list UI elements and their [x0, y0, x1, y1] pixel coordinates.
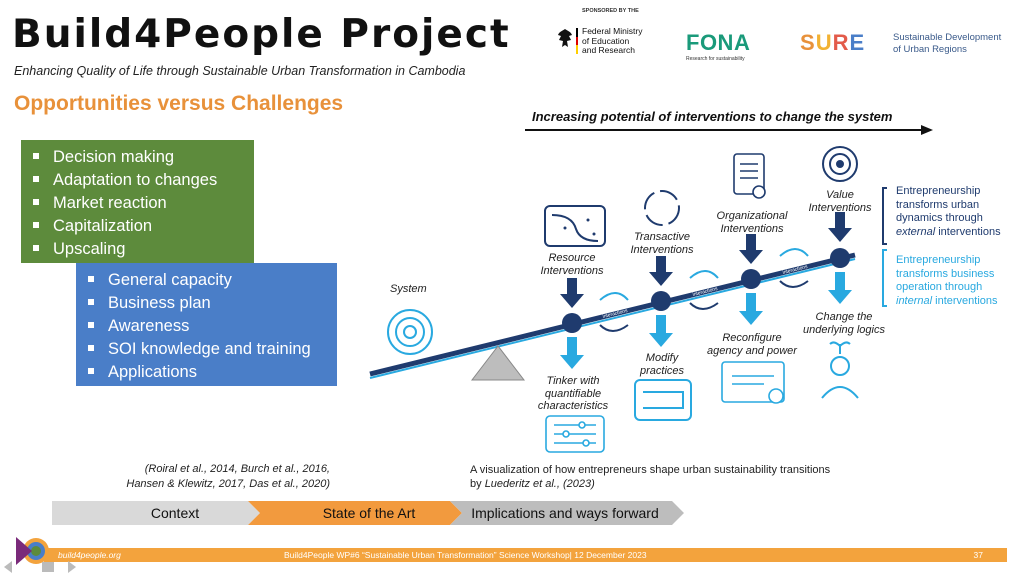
citation-text: (Roiral et al., 2014, Burch et al., 2016…: [126, 463, 330, 490]
federal-eagle-icon: [558, 29, 572, 47]
project-title: Build4People Project: [12, 12, 511, 57]
progress-step-context: [52, 501, 260, 525]
organizational-node: [741, 269, 761, 289]
external-interventions-text: Entrepreneurship transforms urban dynami…: [896, 185, 1001, 238]
list-item: Upscaling: [33, 238, 217, 261]
progress-label-state-of-art[interactable]: State of the Art: [322, 505, 416, 521]
interventions-diagram: interactions interactions interactions: [369, 146, 887, 453]
build4people-logo-icon: [16, 537, 49, 565]
sliders-icon: [545, 415, 605, 453]
fona-subtitle: Research for sustainability: [686, 56, 745, 62]
sponsored-by-label: SPONSORED BY THE: [582, 8, 639, 14]
menu-icon: [42, 562, 54, 572]
seesaw-beam: [369, 252, 856, 377]
footer-site[interactable]: build4people.org: [58, 550, 121, 560]
fona-logo: FONA: [686, 30, 751, 55]
dark-arrows: [560, 212, 852, 308]
list-item: Market reaction: [33, 192, 217, 215]
progress-step-implications: [450, 501, 684, 525]
sure-logo-text: Sustainable Development of Urban Regions: [893, 32, 1002, 55]
organizational-clipboard-icon: [733, 153, 766, 199]
progress-bar: [52, 501, 684, 525]
challenges-box: General capacity Business plan Awareness…: [76, 263, 337, 386]
ministry-logo-text: Federal Ministry of Education and Resear…: [582, 26, 643, 55]
opportunities-box: Decision making Adaptation to changes Ma…: [21, 140, 254, 263]
system-label: System: [390, 283, 427, 295]
footer-event: Build4People WP#6 “Sustainable Urban Tra…: [284, 550, 647, 560]
next-slide-icon: [68, 561, 76, 573]
potential-title: Increasing potential of interventions to…: [532, 109, 893, 124]
system-spiral-icon: [387, 309, 433, 355]
previous-slide-icon: [4, 561, 12, 573]
list-item: Awareness: [88, 315, 311, 338]
progress-label-implications[interactable]: Implications and ways forward: [471, 505, 659, 521]
growth-person-icon: [821, 341, 859, 399]
fulcrum-triangle: [470, 345, 526, 381]
visualization-caption: A visualization of how entrepreneurs sha…: [470, 464, 831, 490]
sure-logo: SURE: [800, 30, 866, 55]
transactive-node: [651, 291, 671, 311]
list-item: Applications: [88, 361, 311, 384]
interaction-arrows: [599, 248, 809, 332]
footer-page-number: 37: [973, 550, 983, 560]
project-subtitle: Enhancing Quality of Life through Sustai…: [14, 64, 466, 78]
resource-chart-icon: [544, 205, 606, 247]
list-item: Adaptation to changes: [33, 169, 217, 192]
potential-arrow: [525, 125, 933, 135]
german-flag-bar: [576, 28, 578, 54]
transactive-cycle-icon: [644, 190, 680, 226]
value-node: [830, 248, 850, 268]
external-bracket: [882, 187, 887, 245]
practices-icon: [634, 379, 692, 421]
value-target-icon: [822, 146, 858, 182]
certificate-icon: [721, 361, 785, 404]
list-item: Decision making: [33, 146, 217, 169]
progress-label-context[interactable]: Context: [150, 505, 200, 521]
section-title: Opportunities versus Challenges: [14, 92, 344, 115]
list-item: Capitalization: [33, 215, 217, 238]
seesaw-beam-underline: [369, 258, 856, 379]
list-item: General capacity: [88, 269, 311, 292]
resource-node: [562, 313, 582, 333]
light-arrows: [560, 272, 852, 369]
internal-interventions-text: Entrepreneurship transforms business ope…: [896, 254, 998, 307]
list-item: Business plan: [88, 292, 311, 315]
progress-step-state-of-art: [248, 501, 462, 525]
footer-bar: build4people.org Build4People WP#6 “Sust…: [44, 548, 1007, 562]
slide-nav-controls[interactable]: [2, 560, 78, 574]
internal-bracket: [882, 249, 887, 307]
list-item: SOI knowledge and training: [88, 338, 311, 361]
